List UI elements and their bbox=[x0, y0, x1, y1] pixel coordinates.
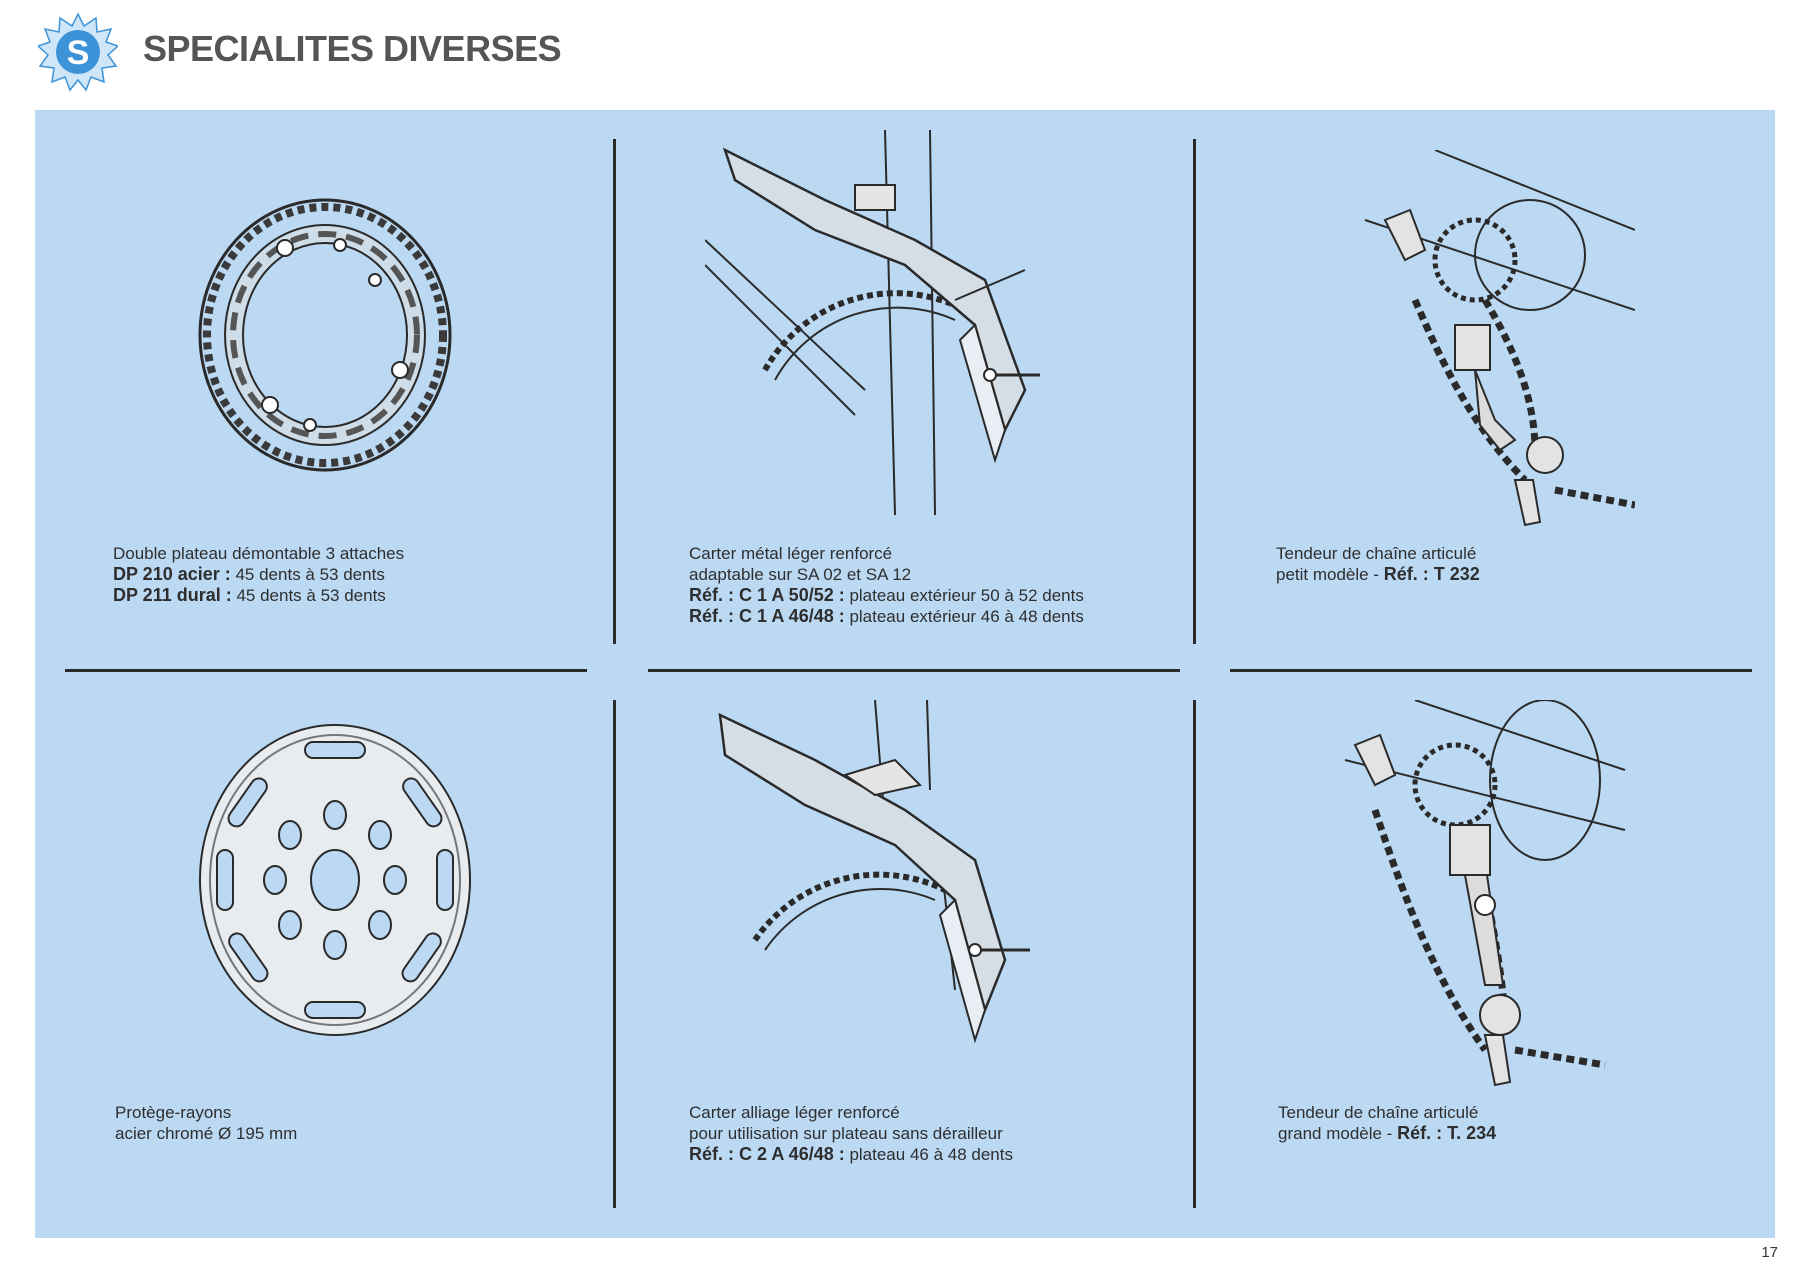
divider-vertical bbox=[613, 139, 616, 644]
divider-horizontal bbox=[1230, 669, 1752, 672]
product-caption: Tendeur de chaîne articulé petit modèle … bbox=[1276, 543, 1480, 585]
divider-vertical bbox=[1193, 139, 1196, 644]
caption-line: Tendeur de chaîne articulé bbox=[1278, 1103, 1479, 1122]
caption-line: Réf. : C 2 A 46/48 : plateau 46 à 48 den… bbox=[689, 1144, 1013, 1164]
caption-line: petit modèle - Réf. : T 232 bbox=[1276, 564, 1480, 584]
page-number: 17 bbox=[1761, 1244, 1778, 1261]
caption-line: Carter métal léger renforcé bbox=[689, 544, 893, 563]
caption-line: acier chromé Ø 195 mm bbox=[115, 1124, 298, 1143]
simplex-logo: S bbox=[36, 12, 120, 92]
caption-line: Double plateau démontable 3 attaches bbox=[113, 544, 405, 563]
page-title: SPECIALITES DIVERSES bbox=[143, 28, 562, 69]
chainring-icon bbox=[190, 190, 460, 485]
catalog-panel: Double plateau démontable 3 attaches DP … bbox=[35, 110, 1775, 1238]
svg-text:S: S bbox=[67, 34, 90, 72]
divider-vertical bbox=[1193, 700, 1196, 1208]
chain-tensioner-icon bbox=[1335, 699, 1635, 1095]
caption-line: Tendeur de chaîne articulé bbox=[1276, 544, 1477, 563]
product-caption: Carter alliage léger renforcé pour utili… bbox=[689, 1102, 1013, 1165]
caption-line: adaptable sur SA 02 et SA 12 bbox=[689, 565, 912, 584]
product-caption: Carter métal léger renforcé adaptable su… bbox=[689, 543, 1084, 627]
product-caption: Tendeur de chaîne articulé grand modèle … bbox=[1278, 1102, 1496, 1144]
caption-line: grand modèle - Réf. : T. 234 bbox=[1278, 1123, 1497, 1143]
caption-line: Réf. : C 1 A 50/52 : plateau extérieur 5… bbox=[689, 585, 1084, 605]
chain-tensioner-icon bbox=[1355, 149, 1636, 535]
product-caption: Double plateau démontable 3 attaches DP … bbox=[113, 543, 404, 606]
chain-guard-icon bbox=[704, 129, 1045, 525]
caption-line: DP 211 dural : 45 dents à 53 dents bbox=[113, 585, 386, 605]
product-caption: Protège-rayons acier chromé Ø 195 mm bbox=[115, 1102, 297, 1144]
caption-line: Carter alliage léger renforcé bbox=[689, 1103, 900, 1122]
divider-vertical bbox=[613, 700, 616, 1208]
caption-line: Protège-rayons bbox=[115, 1103, 232, 1122]
divider-horizontal bbox=[648, 669, 1180, 672]
spoke-protector-icon bbox=[195, 720, 475, 1045]
caption-line: Réf. : C 1 A 46/48 : plateau extérieur 4… bbox=[689, 606, 1084, 626]
divider-horizontal bbox=[65, 669, 587, 672]
caption-line: pour utilisation sur plateau sans dérail… bbox=[689, 1124, 1003, 1143]
caption-line: DP 210 acier : 45 dents à 53 dents bbox=[113, 564, 385, 584]
chain-guard-icon bbox=[705, 699, 1045, 1085]
